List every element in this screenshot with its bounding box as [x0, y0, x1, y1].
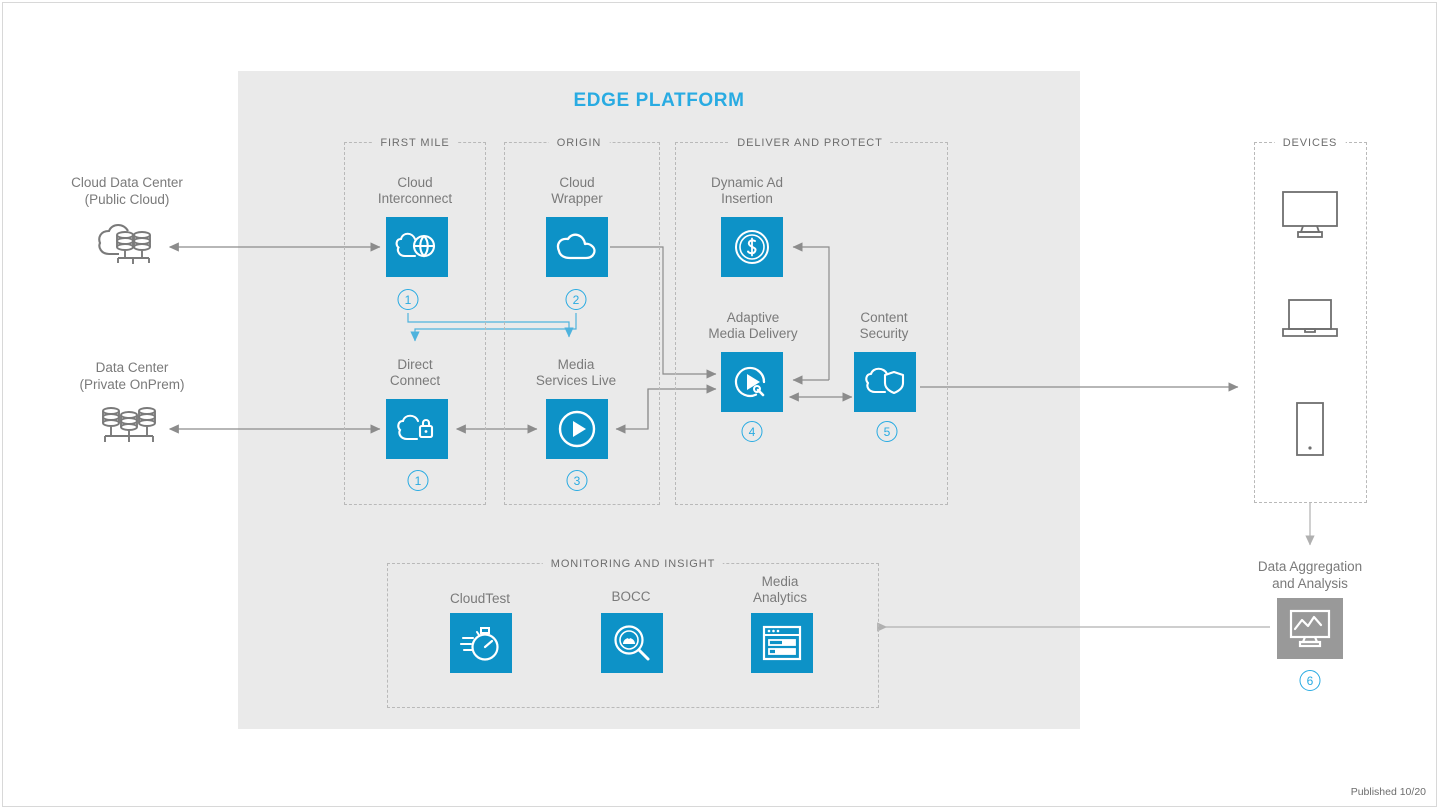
node-cloud-wrapper[interactable]	[546, 217, 608, 277]
badge-cloud-interconnect: 1	[397, 289, 419, 310]
node-direct-connect[interactable]	[386, 399, 448, 459]
badge-cloud-wrapper: 2	[565, 289, 587, 310]
node-dynamic-ad-insertion[interactable]	[721, 217, 783, 277]
node-label-cloud-interconnect: Cloud Interconnect	[377, 175, 453, 206]
node-label-dynamic-ad-insertion: Dynamic Ad Insertion	[710, 175, 784, 206]
node-label-data-aggregation-and-analysis: Data Aggregation and Analysis	[1257, 559, 1363, 591]
group-label-first-mile: FIRST MILE	[372, 137, 458, 149]
node-adaptive-media-delivery[interactable]	[721, 352, 783, 412]
chart-monitor-icon	[1289, 609, 1331, 647]
play-circle-icon	[558, 410, 596, 448]
dollar-coin-icon	[735, 230, 769, 264]
database-stack-icon	[101, 405, 157, 458]
dashboard-window-icon	[762, 625, 802, 661]
node-cloudtest[interactable]	[450, 613, 512, 673]
node-label-adaptive-media-delivery: Adaptive Media Delivery	[708, 310, 798, 341]
node-label-direct-connect: Direct Connect	[389, 357, 441, 388]
link-content-security-to-dynamic-ad-insertion	[792, 242, 830, 380]
node-label-media-services-live: Media Services Live	[535, 357, 617, 388]
node-media-analytics[interactable]	[751, 613, 813, 673]
badge-adaptive-media-delivery: 4	[741, 421, 763, 442]
cloud-lock-icon	[397, 414, 434, 441]
link-cloud-wrapper-to-direct-connect	[410, 313, 577, 342]
group-label-origin: ORIGIN	[548, 137, 610, 149]
badge-media-services-live: 3	[566, 470, 588, 491]
node-data-aggregation-and-analysis[interactable]	[1277, 598, 1343, 659]
badge-data-aggregation-and-analysis: 6	[1299, 670, 1321, 691]
cloud-icon	[556, 233, 596, 260]
group-label-deliver-and-protect: DELIVER AND PROTECT	[729, 137, 891, 149]
badge-content-security: 5	[876, 421, 898, 442]
node-label-cloudtest: CloudTest	[449, 591, 511, 606]
source-label-cloud-data-center: Cloud Data Center (Public Cloud)	[71, 175, 183, 207]
stopwatch-icon	[460, 627, 499, 661]
monitor-icon	[1281, 190, 1339, 247]
node-content-security[interactable]	[854, 352, 916, 412]
link-origin-return-to-media-services-live	[615, 389, 649, 434]
source-label-data-center: Data Center (Private OnPrem)	[79, 360, 185, 392]
phone-icon	[1293, 401, 1327, 462]
cloud-shield-icon	[865, 367, 905, 395]
node-cloud-interconnect[interactable]	[386, 217, 448, 277]
node-label-content-security: Content Security	[859, 310, 909, 341]
badge-direct-connect: 1	[407, 470, 429, 491]
group-label-devices: DEVICES	[1274, 137, 1346, 149]
node-label-media-analytics: Media Analytics	[752, 574, 808, 605]
play-wrench-icon	[734, 366, 766, 398]
published-date: Published 10/20	[1350, 786, 1426, 798]
page-title: EDGE PLATFORM	[573, 90, 745, 111]
laptop-icon	[1281, 298, 1339, 351]
cloud-database-icon	[97, 222, 159, 277]
node-label-bocc: BOCC	[611, 589, 651, 604]
gauge-magnifier-icon	[614, 625, 650, 661]
cloud-globe-icon	[395, 232, 436, 258]
group-label-monitoring-and-insight: MONITORING AND INSIGHT	[542, 558, 724, 570]
node-media-services-live[interactable]	[546, 399, 608, 459]
node-label-cloud-wrapper: Cloud Wrapper	[551, 175, 603, 206]
link-cloud-wrapper-to-adaptive-media-delivery	[610, 246, 717, 379]
node-bocc[interactable]	[601, 613, 663, 673]
